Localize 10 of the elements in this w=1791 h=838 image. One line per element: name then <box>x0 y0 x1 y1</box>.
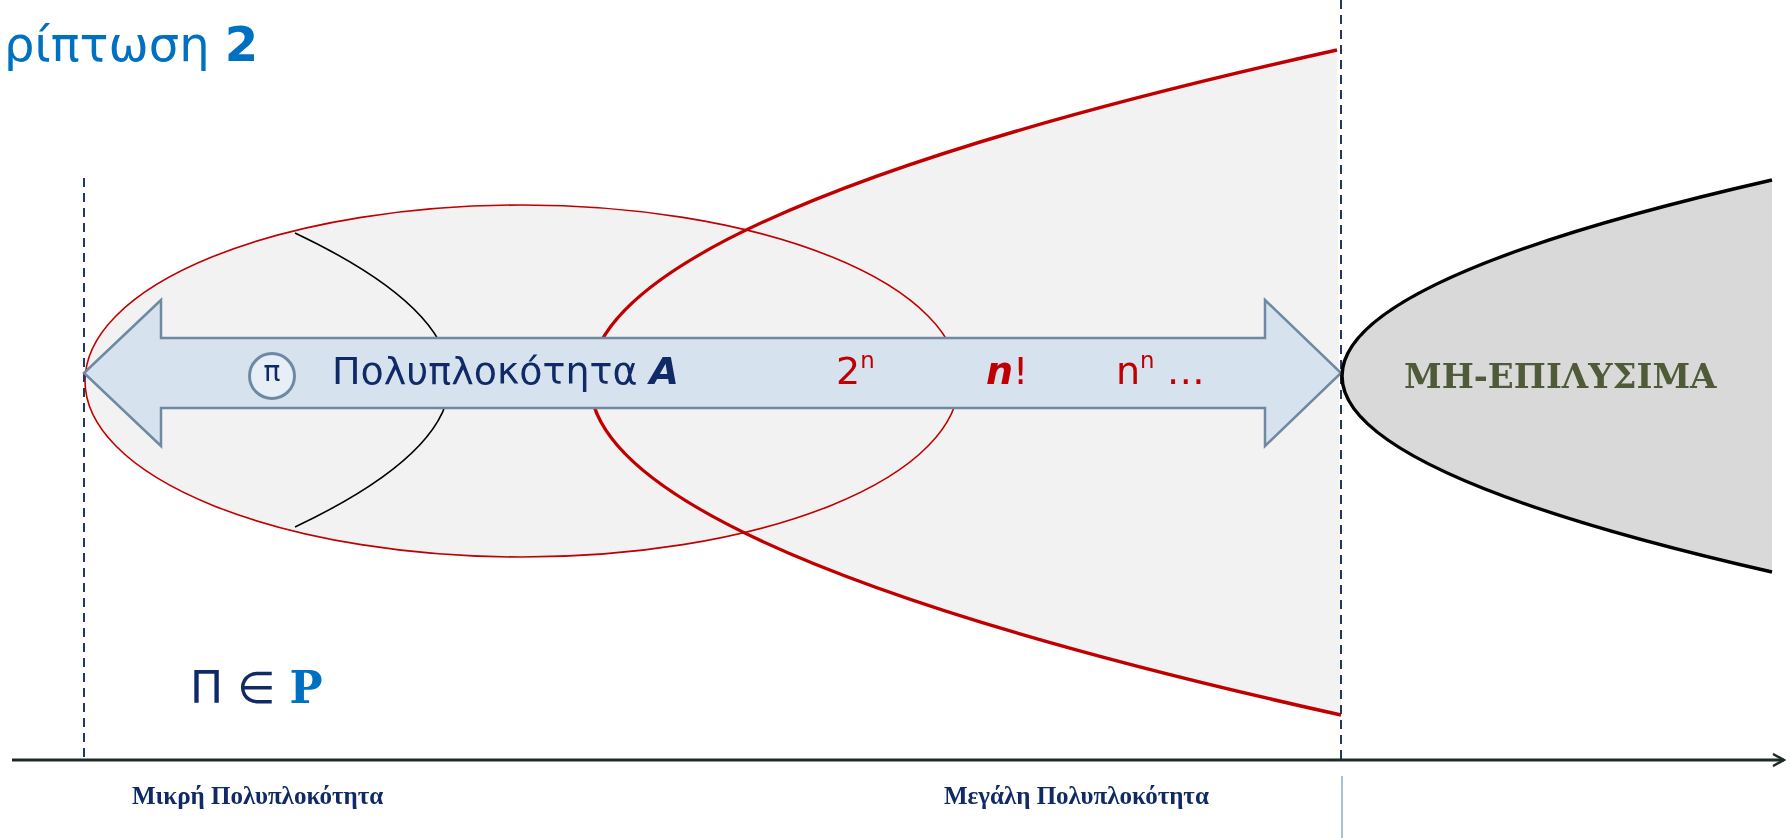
axis-label: Μικρή Πολυπλοκότητα <box>132 782 384 810</box>
membership-formula: Π ∈ P <box>190 662 323 713</box>
complexity-term: n! <box>986 348 1029 394</box>
complexity-label: Πολυπλοκότητα A <box>332 348 679 394</box>
complexity-term: 2$^{n}$ <box>836 348 875 394</box>
title: ρίπτωση 2 <box>4 15 259 74</box>
node-text: π <box>262 355 282 388</box>
complexity-term: n$^{n}$ … <box>1116 348 1205 394</box>
axis-label: Μεγάλη Πολυπλοκότητα <box>944 782 1209 810</box>
region-label: ΜΗ-ΕΠΙΛΥΣΙΜΑ <box>1404 356 1717 396</box>
